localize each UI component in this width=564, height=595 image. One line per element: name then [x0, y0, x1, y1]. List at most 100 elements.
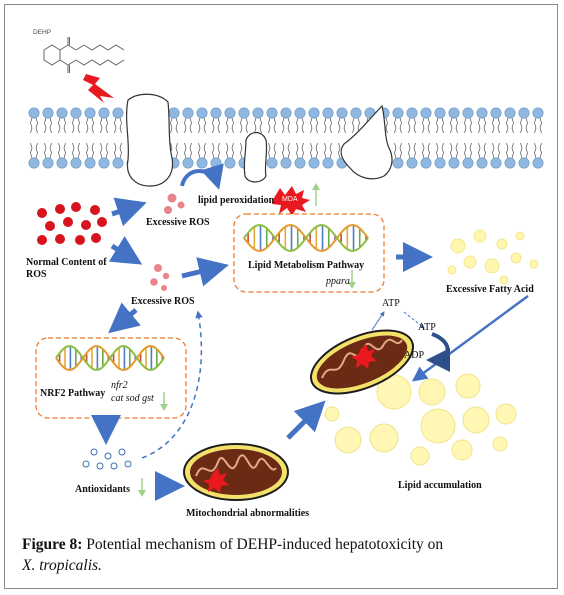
ros-dot: [63, 217, 73, 227]
curved-arrow-peroxidation: [180, 163, 224, 190]
fatty-acid-droplet: [515, 231, 525, 241]
lightning-icon: [83, 74, 114, 103]
caption-species: X. tropicalis.: [22, 557, 102, 574]
fatty-acid-droplet: [496, 238, 508, 250]
lipid-tail: [58, 117, 66, 134]
membrane-channel-protein: [125, 93, 174, 187]
lipid-droplet: [334, 426, 362, 454]
lipid-head: [98, 107, 110, 119]
fatty-acid-droplet: [447, 265, 457, 275]
lipid-tail: [506, 142, 514, 159]
ros-dot: [55, 234, 65, 244]
lipid-tail: [436, 142, 444, 159]
lipid-tail: [114, 142, 122, 159]
lipid-head: [112, 107, 124, 119]
lipid-tail: [296, 142, 304, 159]
antioxidant-dot: [124, 460, 132, 468]
decrease-arrow-head: [348, 282, 356, 289]
mitochondrion-lower: [183, 443, 289, 501]
lipid-tail: [86, 142, 94, 159]
fatty-acid-droplets: [447, 229, 539, 285]
lipid-head: [406, 157, 418, 169]
label-lipid-pathway: Lipid Metabolism Pathway: [248, 260, 365, 271]
lipid-tail: [240, 117, 248, 134]
decrease-arrow-head: [138, 490, 146, 497]
arrow-mito-to-mito: [286, 400, 326, 440]
ros-dot: [90, 205, 100, 215]
label-lipid-accumulation: Lipid accumulation: [398, 480, 482, 491]
lipid-head: [476, 107, 488, 119]
lipid-tail: [408, 117, 416, 134]
arrow-to-lipid-pathway: [181, 257, 229, 287]
lipid-head: [210, 157, 222, 169]
increase-arrow-head: [312, 183, 320, 190]
fatty-acid-droplet: [473, 229, 487, 243]
arrow-to-nrf2: [108, 302, 141, 334]
lipid-head: [532, 107, 544, 119]
fatty-acid-droplet: [499, 275, 509, 285]
ros-dot: [150, 278, 158, 286]
dna-helix-icon: [55, 345, 165, 371]
fatty-acid-droplet: [484, 258, 500, 274]
decrease-arrow-head: [160, 404, 168, 411]
lipid-head: [266, 107, 278, 119]
lipid-head: [70, 157, 82, 169]
lipid-tail: [324, 142, 332, 159]
antioxidant-dot: [118, 448, 126, 456]
lipid-droplet: [451, 439, 473, 461]
lipid-head: [420, 157, 432, 169]
arrow-atp-up: [371, 311, 385, 331]
lipid-head: [350, 107, 362, 119]
lipid-tail: [44, 117, 52, 134]
label-atp-top: ATP: [382, 298, 400, 309]
lipid-head: [434, 107, 446, 119]
ros-dot: [45, 221, 55, 231]
lipid-droplet: [495, 403, 517, 425]
lipid-tail: [422, 142, 430, 159]
label-excessive-ros-mid: Excessive ROS: [131, 296, 195, 307]
lipid-head: [70, 107, 82, 119]
lipid-tail: [72, 142, 80, 159]
dna-strand: [55, 345, 165, 371]
lipid-tail: [184, 117, 192, 134]
mda-burst-icon: [272, 186, 310, 216]
damage-burst-icon: [351, 344, 377, 369]
lipid-tail: [184, 142, 192, 159]
lipid-bilayer: [28, 107, 544, 169]
lipid-tail: [450, 117, 458, 134]
lipid-tail: [478, 117, 486, 134]
dashed-feedback-arrow: [141, 310, 203, 459]
label-mda: MDA: [282, 196, 298, 203]
lipid-head: [266, 157, 278, 169]
dna-helix-icon: [243, 224, 369, 252]
label-ppara: ppara: [326, 276, 350, 287]
lipid-tail: [198, 142, 206, 159]
lipid-tail: [492, 142, 500, 159]
lipid-tail: [72, 117, 80, 134]
lipid-tail: [100, 117, 108, 134]
ros-dot: [177, 201, 185, 209]
lipid-head: [252, 107, 264, 119]
antioxidant-dot: [104, 452, 112, 460]
arrow-to-excessive-ros-top: [111, 197, 147, 227]
ros-dot: [81, 220, 91, 230]
lipid-head: [42, 107, 54, 119]
lipid-head: [28, 107, 40, 119]
ros-dot: [55, 204, 65, 214]
antioxidant-dot: [82, 460, 90, 468]
lipid-head: [28, 157, 40, 169]
lipid-head: [112, 157, 124, 169]
ros-dot: [37, 208, 47, 218]
lipid-head: [56, 157, 68, 169]
figure-caption: Figure 8: Potential mechanism of DEHP-in…: [22, 534, 552, 576]
lipid-head: [42, 157, 54, 169]
membrane-protein-jagged: [340, 104, 393, 180]
lipid-droplet: [369, 423, 399, 453]
antioxidant-dot: [96, 462, 104, 470]
ros-dot: [71, 202, 81, 212]
lipid-head: [308, 157, 320, 169]
figure-frame: [4, 4, 558, 589]
antioxidant-cluster: [82, 448, 132, 470]
lipid-tail: [268, 142, 276, 159]
lipid-head: [434, 157, 446, 169]
